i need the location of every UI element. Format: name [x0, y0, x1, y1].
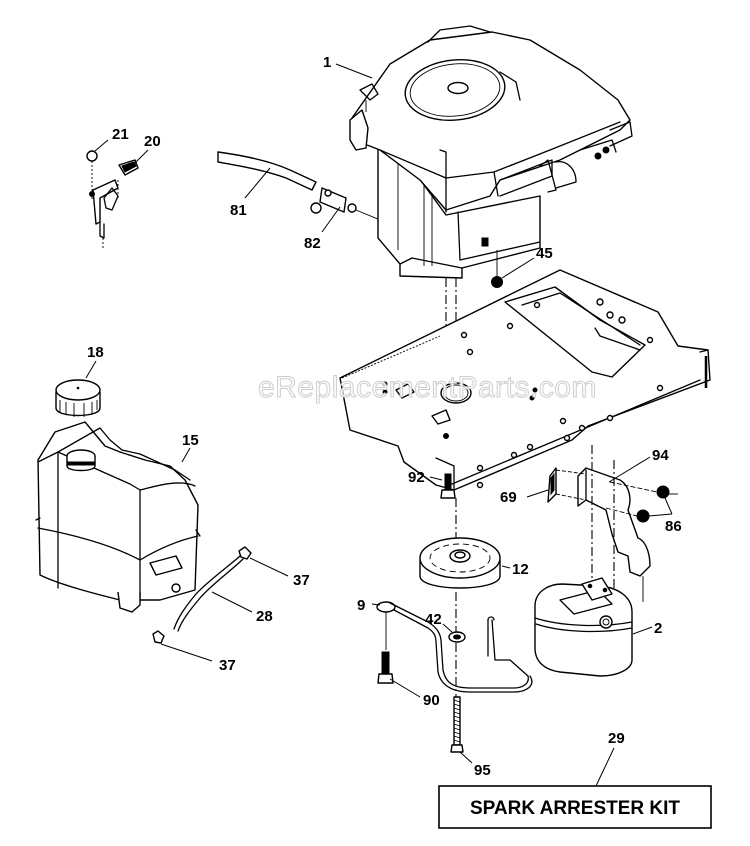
- callout-28: 28: [256, 608, 273, 625]
- callout-29: 29: [608, 730, 625, 747]
- callout-37-upper: 37: [293, 572, 310, 589]
- callout-20: 20: [144, 133, 161, 150]
- spark-arrester-kit-label: SPARK ARRESTER KIT: [470, 798, 680, 819]
- spark-arrester-kit-box: [438, 785, 712, 829]
- fuel-line-28: [173, 555, 244, 632]
- throttle-bracket: [92, 179, 119, 225]
- bolt-92: [440, 473, 456, 499]
- callout-21-text: 21: [112, 126, 129, 143]
- fuel-filter-82: [310, 187, 386, 223]
- callout-15: 15: [182, 432, 199, 449]
- clamp-37-lower: [152, 630, 165, 644]
- frame: [339, 269, 711, 491]
- callout-37-lower: 37: [219, 657, 236, 674]
- frame-holes: [382, 298, 664, 489]
- callout-9: 9: [357, 597, 365, 614]
- bolt-90: [377, 651, 394, 684]
- callout-1: 1: [323, 54, 331, 71]
- callout-94: 94: [652, 447, 669, 464]
- frame-center-hole: [440, 382, 472, 404]
- callout-95: 95: [474, 762, 491, 779]
- nuts-86: [605, 481, 678, 523]
- pulley-12: [419, 537, 501, 589]
- muffler-bracket-9: [376, 601, 533, 693]
- callout-86: 86: [665, 518, 682, 535]
- nut-45: [491, 250, 503, 288]
- fuel-cap-18: [55, 379, 101, 417]
- screw-21-head: [86, 150, 98, 162]
- throttle-control-assembly: [86, 150, 139, 250]
- callout-2: 2: [654, 620, 662, 637]
- clamp-37-upper: [238, 546, 252, 560]
- callout-42: 42: [425, 611, 442, 628]
- callout-45: 45: [536, 245, 553, 262]
- washer-42: [448, 631, 466, 643]
- callout-18: 18: [87, 344, 104, 361]
- callout-82: 82: [304, 235, 321, 252]
- callout-92: 92: [408, 469, 425, 486]
- callout-69: 69: [500, 489, 517, 506]
- engine-1: [349, 25, 633, 279]
- fuel-tank-15: [35, 421, 201, 613]
- callout-90: 90: [423, 692, 440, 709]
- watermark-text: eReplacementParts.com: [258, 371, 597, 404]
- muffler-2: [534, 577, 633, 677]
- gasket-69: [547, 467, 557, 503]
- exhaust-pipe-94: [577, 467, 651, 577]
- bolt-95: [450, 696, 464, 753]
- callout-81: 81: [230, 202, 247, 219]
- callout-12: 12: [512, 561, 529, 578]
